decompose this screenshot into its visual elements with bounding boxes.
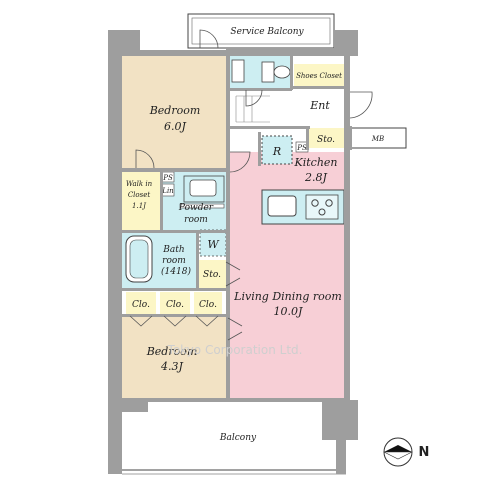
storage-entrance-area <box>308 128 344 148</box>
toilet-door <box>245 89 263 107</box>
powder-room-line1: Powder <box>178 203 214 213</box>
toilet-bowl-icon <box>273 65 291 79</box>
compass-icon <box>383 437 413 467</box>
ps-left-label: PS <box>162 174 173 182</box>
bedroom-1-size: 6.0J <box>164 120 186 133</box>
service-balcony-area <box>187 13 335 49</box>
balcony-label: Balcony <box>219 433 257 443</box>
watermark: Tokyo Corporation Ltd. <box>167 343 303 357</box>
closet-3-area <box>194 292 222 314</box>
service-balcony-door <box>199 29 219 49</box>
powder-sink-icon <box>189 179 217 197</box>
service-balcony-label: Service Balcony <box>230 27 304 37</box>
living-dining-area <box>230 152 344 400</box>
bedroom-2-area <box>122 316 228 400</box>
bedroom-1-door <box>135 149 155 169</box>
walk-in-closet-size: 1.1J <box>132 202 147 210</box>
entrance-step-lines <box>235 95 270 123</box>
toilet-sink <box>231 59 245 83</box>
bedroom-2-door <box>227 317 243 341</box>
bath-room-line1: Bath <box>162 245 184 255</box>
kitchen-size: 2.8J <box>304 171 327 184</box>
walk-in-closet-line2: Closet <box>128 191 151 199</box>
washer-label: W <box>207 238 220 251</box>
storage-bath-label: Sto. <box>203 270 221 280</box>
bedroom-1-label: Bedroom <box>149 104 201 117</box>
storage-bath-area <box>198 260 226 290</box>
living-dining-label: Living Dining room <box>233 290 342 303</box>
bedroom-1-area <box>122 56 227 170</box>
closet-2-area <box>160 292 190 314</box>
closet-1-area <box>126 292 156 314</box>
compass-north-label: N <box>419 445 430 460</box>
mb-label: MB <box>371 135 384 143</box>
ps-right-label: PS <box>296 144 307 152</box>
refrigerator-box <box>261 135 293 165</box>
bedroom-2-label: Bedroom <box>146 345 198 358</box>
storage-entrance-label: Sto. <box>317 135 335 145</box>
bedroom-2-size: 4.3J <box>160 360 183 373</box>
refrigerator-label: R <box>272 145 281 158</box>
bath-room-line2: room <box>162 256 186 266</box>
living-dining-size: 10.0J <box>274 305 303 318</box>
closet-1-label: Clo. <box>132 300 150 310</box>
kitchen-sink <box>267 195 297 217</box>
closet-3-label: Clo. <box>199 300 217 310</box>
storage-bath-door <box>225 261 241 287</box>
shoes-closet-label: Shoes Closet <box>296 72 342 80</box>
washer-box <box>199 229 227 257</box>
bath-room-size: (1418) <box>161 266 191 277</box>
powder-room-line2: room <box>184 215 208 225</box>
shoes-closet-area <box>294 64 344 86</box>
walk-in-closet-line1: Walk in <box>126 180 153 188</box>
powder-mirror <box>179 203 225 209</box>
walk-in-closet-area <box>122 172 162 230</box>
balcony-area <box>148 410 322 470</box>
closet-2-label: Clo. <box>166 300 184 310</box>
linen-label: Lin <box>161 187 174 195</box>
entrance-door <box>349 91 373 119</box>
kitchen-label: Kitchen <box>294 156 338 169</box>
closet-door-lines <box>129 315 219 327</box>
living-door <box>229 151 251 173</box>
entrance-label: Ent <box>309 99 330 112</box>
toilet-tank <box>261 61 275 83</box>
